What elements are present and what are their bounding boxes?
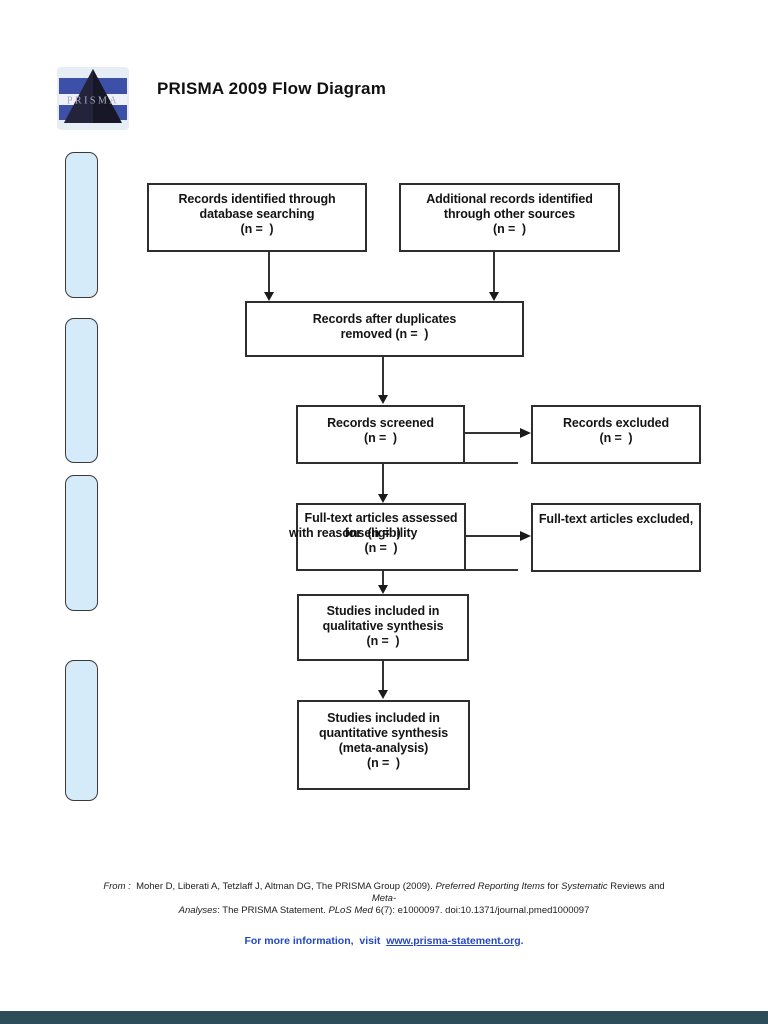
box-duplicates-removed: Records after duplicates removed (n = ) [245,301,524,357]
arrowhead-down-icon [378,585,388,594]
arrow-identified-to-duplicates [268,252,270,293]
arrowhead-down-icon [378,690,388,699]
more-info-suffix: . [520,935,524,947]
bottom-bar [0,1011,768,1024]
arrowhead-down-icon [489,292,499,301]
box-records-screened: Records screened (n = ) [296,405,465,464]
prisma-statement-link[interactable]: www.prisma-statement.org [386,935,521,947]
box-text-line: Studies included in [326,604,440,618]
box-text-line: qualitative synthesis [322,619,444,633]
arrow-assessed-to-qualitative [382,571,384,586]
stage-bar-included [65,660,98,801]
arrow-screened-to-assessed [382,464,384,495]
stray-line-artifact [465,462,518,464]
stage-bar-screening [65,318,98,463]
box-text-line: through other sources [443,207,576,221]
citation-line-3: Analyses: The PRISMA Statement. PLoS Med… [178,905,590,916]
box-text-line: Records after duplicates [312,312,457,326]
more-info-prefix: For more information, visit [244,935,387,947]
n-value: (n = ) [240,222,274,236]
arrowhead-right-icon [520,531,531,541]
n-value: (n = ) [493,222,526,236]
citation-line-2: Meta- [371,893,397,904]
box-text-line: for eligibility [344,526,418,540]
arrow-duplicates-to-screened [382,357,384,396]
box-text-line: Studies included in [327,711,440,725]
arrow-screened-to-excluded [465,432,520,434]
box-text-line: quantitative synthesis [318,726,449,740]
box-text-line: (meta-analysis) [338,741,429,755]
box-text-line: Records screened [327,416,434,430]
box-records-excluded: Records excluded (n = ) [531,405,701,464]
box-fulltext-assessed: Full-text articles assessed for eligibil… [296,503,466,571]
stage-bar-eligibility [65,475,98,611]
more-info-line: For more information, visit www.prisma-s… [44,935,724,947]
box-text-line: removed (n = ) [340,327,429,341]
box-text-line: Full-text articles excluded, [538,512,694,526]
page-title: PRISMA 2009 Flow Diagram [157,79,387,98]
box-qualitative-synthesis: Studies included in qualitative synthesi… [297,594,469,661]
box-text-line: Full-text articles assessed [304,511,458,525]
arrow-qualitative-to-quantitative [382,661,384,691]
box-fulltext-excluded: Full-text articles excluded, [531,503,701,572]
box-text-line: Records excluded [562,416,670,430]
box-text-line: Records identified through [178,192,336,206]
box-records-identified: Records identified through database sear… [147,183,367,252]
box-text-line: Additional records identified [426,192,593,206]
arrow-additional-to-duplicates [493,252,495,293]
n-value: (n = ) [366,634,400,648]
box-additional-records: Additional records identified through ot… [399,183,620,252]
arrowhead-down-icon [264,292,274,301]
arrowhead-right-icon [520,428,531,438]
citation-line-1: From : Moher D, Liberati A, Tetzlaff J, … [103,881,665,892]
box-text-line: database searching [199,207,315,221]
arrowhead-down-icon [378,395,388,404]
stray-line-artifact [465,569,518,571]
arrowhead-down-icon [378,494,388,503]
n-value: (n = ) [599,431,633,445]
citation-text: From : Moher D, Liberati A, Tetzlaff J, … [44,881,724,917]
logo-wordmark: PRISMA [67,96,119,107]
displaced-with-reasons-text: with reasons (n = ) [289,526,401,540]
prisma-logo: PRISMA [57,67,129,130]
arrow-assessed-to-ft-excluded [466,535,520,537]
stage-bar-identification [65,152,98,298]
n-value: (n = ) [364,431,397,445]
n-value: (n = ) [367,756,400,770]
box-quantitative-synthesis: Studies included in quantitative synthes… [297,700,470,790]
n-value: (n = ) [364,541,398,555]
